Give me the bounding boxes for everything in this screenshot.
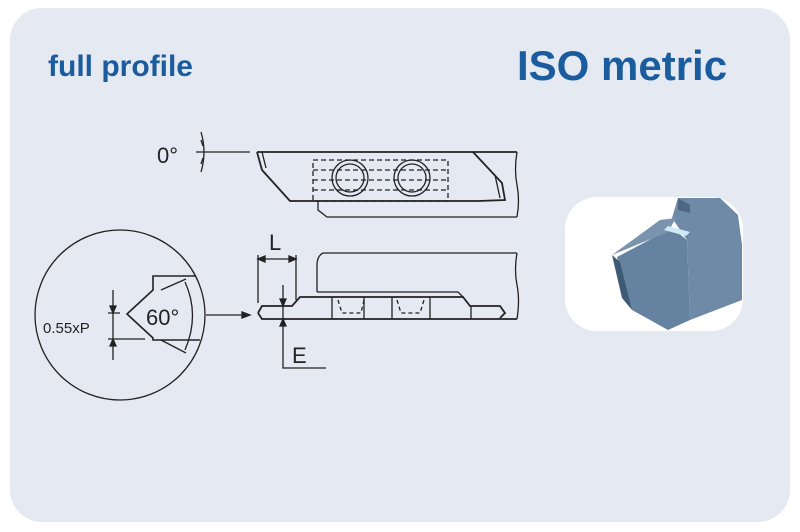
- insert-render-image: [565, 197, 743, 331]
- flank-angle-label: 60°: [146, 305, 179, 330]
- thread-standard-title: ISO metric: [517, 42, 728, 89]
- tip-height-label: 0.55xP: [43, 320, 90, 337]
- e-dimension: [279, 285, 326, 369]
- e-label: E: [292, 343, 307, 368]
- length-label: L: [269, 230, 281, 255]
- clearance-angle-label: 0°: [157, 143, 178, 168]
- insert-side-view: [257, 252, 520, 320]
- clearance-angle-dimension: [196, 131, 250, 173]
- length-dimension: [256, 255, 298, 303]
- detail-view-circle: [34, 229, 252, 401]
- insert-top-view: [256, 151, 520, 218]
- profile-type-title: full profile: [48, 50, 193, 83]
